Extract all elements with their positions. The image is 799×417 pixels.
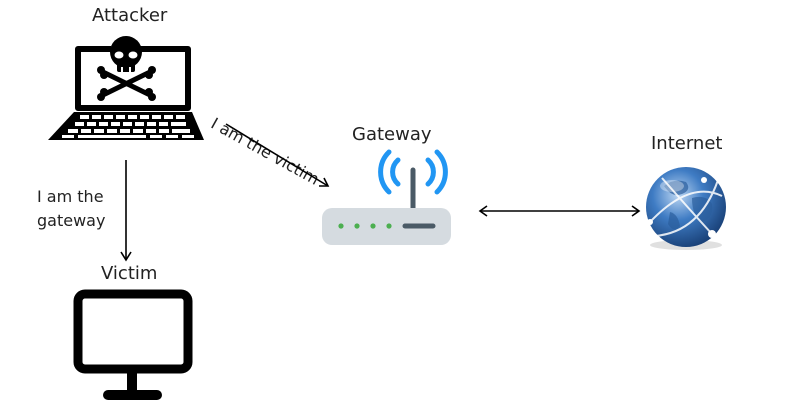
monitor-icon bbox=[73, 289, 193, 400]
arrow-attacker-to-gateway bbox=[225, 123, 330, 187]
wifi-waves-icon bbox=[378, 149, 448, 195]
internet-label: Internet bbox=[651, 133, 723, 154]
arrow-gateway-internet bbox=[478, 205, 641, 217]
globe-icon bbox=[646, 167, 726, 250]
skull-icon bbox=[97, 36, 156, 101]
laptop-skull-icon bbox=[48, 36, 204, 140]
victim-label: Victim bbox=[101, 263, 158, 284]
edge-label-line2: gateway bbox=[37, 211, 106, 230]
edge-label-line1: I am the bbox=[37, 187, 104, 206]
edge-label-gateway-claim: I am the gateway bbox=[37, 185, 105, 233]
attacker-label: Attacker bbox=[92, 5, 168, 26]
gateway-label: Gateway bbox=[352, 124, 432, 145]
wifi-router-icon bbox=[322, 149, 451, 245]
arrow-attacker-to-victim bbox=[120, 160, 132, 262]
